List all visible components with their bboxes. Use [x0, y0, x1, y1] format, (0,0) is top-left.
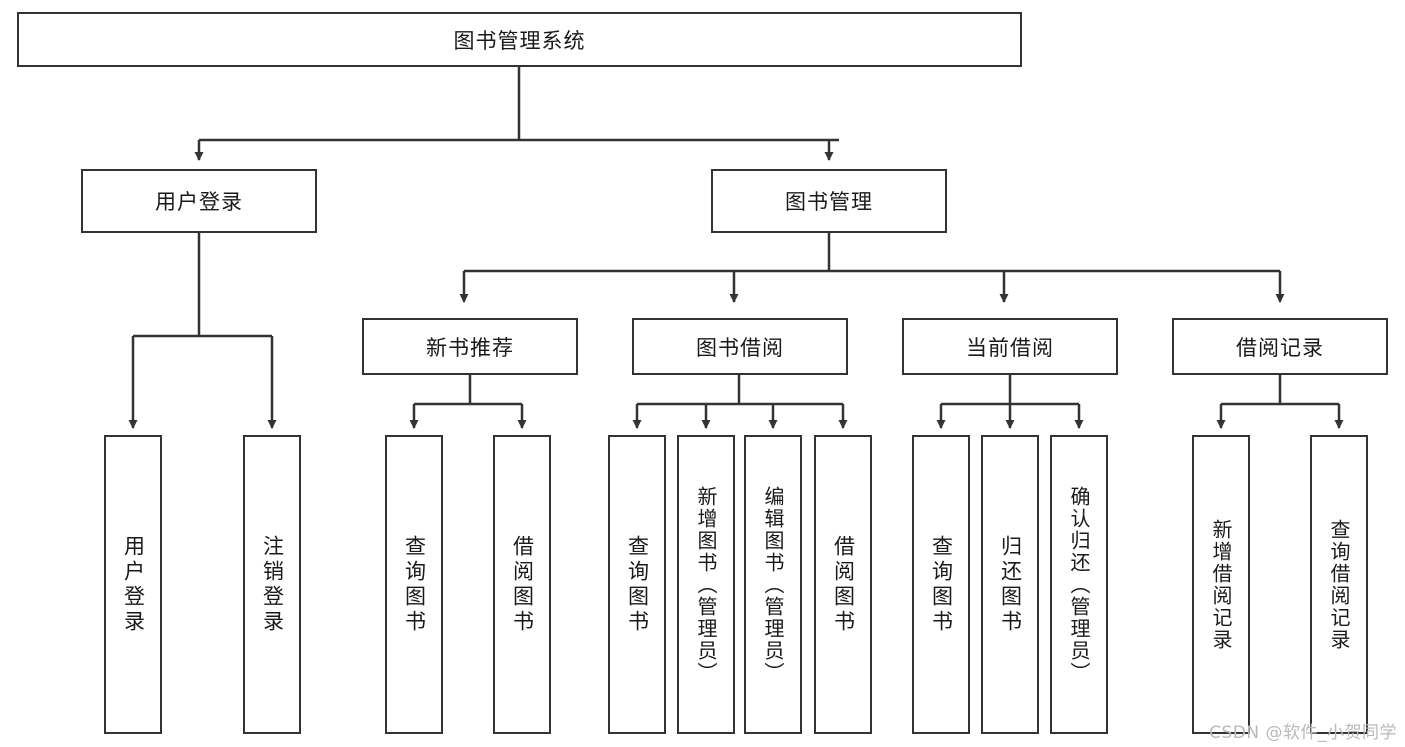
leaf-newbook-borrow-book[interactable]: 借阅图书 [493, 435, 551, 734]
watermark-text: CSDN @软件_小贺同学 [1209, 723, 1397, 743]
leaf-currentborrow-query-book[interactable]: 查询图书 [912, 435, 970, 734]
node-label: 查询图书 [402, 534, 427, 635]
node-label: 编辑图书（管理员） [761, 485, 785, 684]
leaf-borrowrecord-add-record[interactable]: 新增借阅记录 [1192, 435, 1250, 734]
leaf-logout[interactable]: 注销登录 [243, 435, 301, 734]
node-label: 新增借阅记录 [1209, 518, 1233, 651]
node-current-borrow[interactable]: 当前借阅 [902, 318, 1118, 375]
node-label: 用户登录 [155, 190, 243, 214]
node-label: 图书管理 [785, 190, 873, 214]
node-label: 借阅图书 [510, 534, 535, 635]
leaf-bookborrow-query-book[interactable]: 查询图书 [608, 435, 666, 734]
node-label: 用户登录 [121, 534, 146, 635]
node-label: 借阅图书 [831, 534, 856, 635]
node-label: 借阅记录 [1236, 335, 1324, 360]
node-book-borrow[interactable]: 图书借阅 [632, 318, 848, 375]
node-label: 图书借阅 [696, 335, 784, 360]
node-label: 图书管理系统 [453, 28, 586, 53]
node-label: 新书推荐 [426, 335, 514, 360]
node-label: 归还图书 [998, 534, 1023, 635]
node-root-book-management-system[interactable]: 图书管理系统 [17, 12, 1022, 67]
node-label: 查询借阅记录 [1327, 518, 1351, 651]
node-book-management[interactable]: 图书管理 [711, 169, 947, 233]
leaf-newbook-query-book[interactable]: 查询图书 [385, 435, 443, 734]
node-user-login[interactable]: 用户登录 [81, 169, 317, 233]
node-label: 注销登录 [260, 534, 285, 635]
node-borrow-record[interactable]: 借阅记录 [1172, 318, 1388, 375]
leaf-bookborrow-add-book-admin[interactable]: 新增图书（管理员） [677, 435, 735, 734]
node-label: 当前借阅 [966, 335, 1054, 360]
leaf-currentborrow-return-book[interactable]: 归还图书 [981, 435, 1039, 734]
leaf-user-login[interactable]: 用户登录 [104, 435, 162, 734]
leaf-bookborrow-edit-book-admin[interactable]: 编辑图书（管理员） [744, 435, 802, 734]
leaf-borrowrecord-query-record[interactable]: 查询借阅记录 [1310, 435, 1368, 734]
leaf-bookborrow-borrow-book[interactable]: 借阅图书 [814, 435, 872, 734]
node-new-book-recommend[interactable]: 新书推荐 [362, 318, 578, 375]
node-label: 查询图书 [625, 534, 650, 635]
node-label: 新增图书（管理员） [694, 485, 718, 684]
node-label: 确认归还（管理员） [1067, 485, 1091, 684]
leaf-currentborrow-confirm-return-admin[interactable]: 确认归还（管理员） [1050, 435, 1108, 734]
node-label: 查询图书 [929, 534, 954, 635]
